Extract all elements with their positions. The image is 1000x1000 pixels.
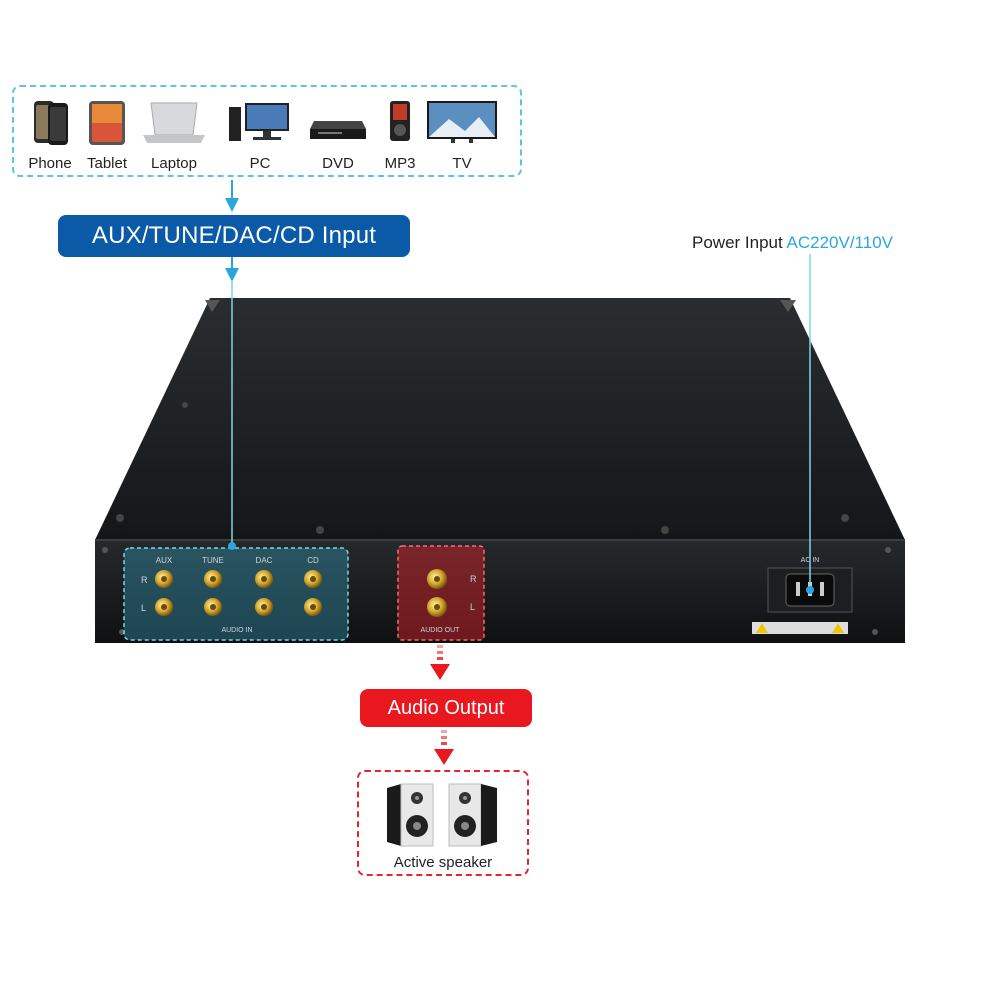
speaker-label: Active speaker bbox=[393, 854, 493, 871]
audio-in-panel: AUX TUNE DAC CD R L AUDIO IN bbox=[123, 547, 349, 641]
device-label-mp3: MP3 bbox=[384, 155, 416, 172]
source-devices-box: Phone Tablet Laptop PC bbox=[12, 85, 522, 177]
device-label-tablet: Tablet bbox=[86, 155, 128, 172]
power-input-text: Power Input bbox=[692, 233, 787, 252]
speaker-icon bbox=[387, 783, 497, 847]
laptop-icon bbox=[143, 102, 205, 143]
phone-icon bbox=[34, 101, 68, 145]
speaker-right bbox=[448, 783, 497, 847]
audio-output-banner: Audio Output bbox=[360, 689, 532, 727]
device-label-dvd: DVD bbox=[322, 155, 354, 172]
channel-label-aux: AUX bbox=[156, 556, 173, 565]
power-input-voltage: AC220V/110V bbox=[786, 233, 893, 252]
channel-right-out: R bbox=[470, 574, 477, 584]
tv-icon bbox=[427, 101, 497, 143]
speaker-box: Active speaker bbox=[357, 770, 529, 876]
channel-label-cd: CD bbox=[307, 556, 319, 565]
audio-out-label: AUDIO OUT bbox=[421, 627, 461, 634]
output-arrow-1 bbox=[430, 645, 450, 680]
mp3-player-icon bbox=[390, 101, 410, 141]
channel-label-tune: TUNE bbox=[202, 556, 224, 565]
channel-left-out: L bbox=[470, 602, 475, 612]
audio-in-label: AUDIO IN bbox=[221, 627, 252, 634]
connector-lines bbox=[225, 180, 814, 594]
device-label-laptop: Laptop bbox=[151, 155, 197, 172]
dvd-player-icon bbox=[310, 121, 366, 139]
audio-out-panel: R L AUDIO OUT bbox=[397, 545, 485, 641]
input-label-banner: AUX/TUNE/DAC/CD Input bbox=[58, 215, 410, 257]
speaker-left bbox=[387, 783, 434, 847]
output-arrow-2 bbox=[434, 730, 454, 765]
device-label-tv: TV bbox=[452, 155, 472, 172]
device-label-phone: Phone bbox=[28, 155, 72, 172]
tablet-icon bbox=[89, 101, 125, 145]
channel-left-in: L bbox=[141, 603, 146, 613]
channel-right-in: R bbox=[141, 575, 148, 585]
pc-icon bbox=[229, 103, 289, 141]
rca-input-jacks bbox=[155, 570, 322, 616]
channel-label-dac: DAC bbox=[256, 556, 273, 565]
power-input-label: Power Input AC220V/110V bbox=[692, 233, 893, 253]
device-label-pc: PC bbox=[249, 155, 271, 172]
